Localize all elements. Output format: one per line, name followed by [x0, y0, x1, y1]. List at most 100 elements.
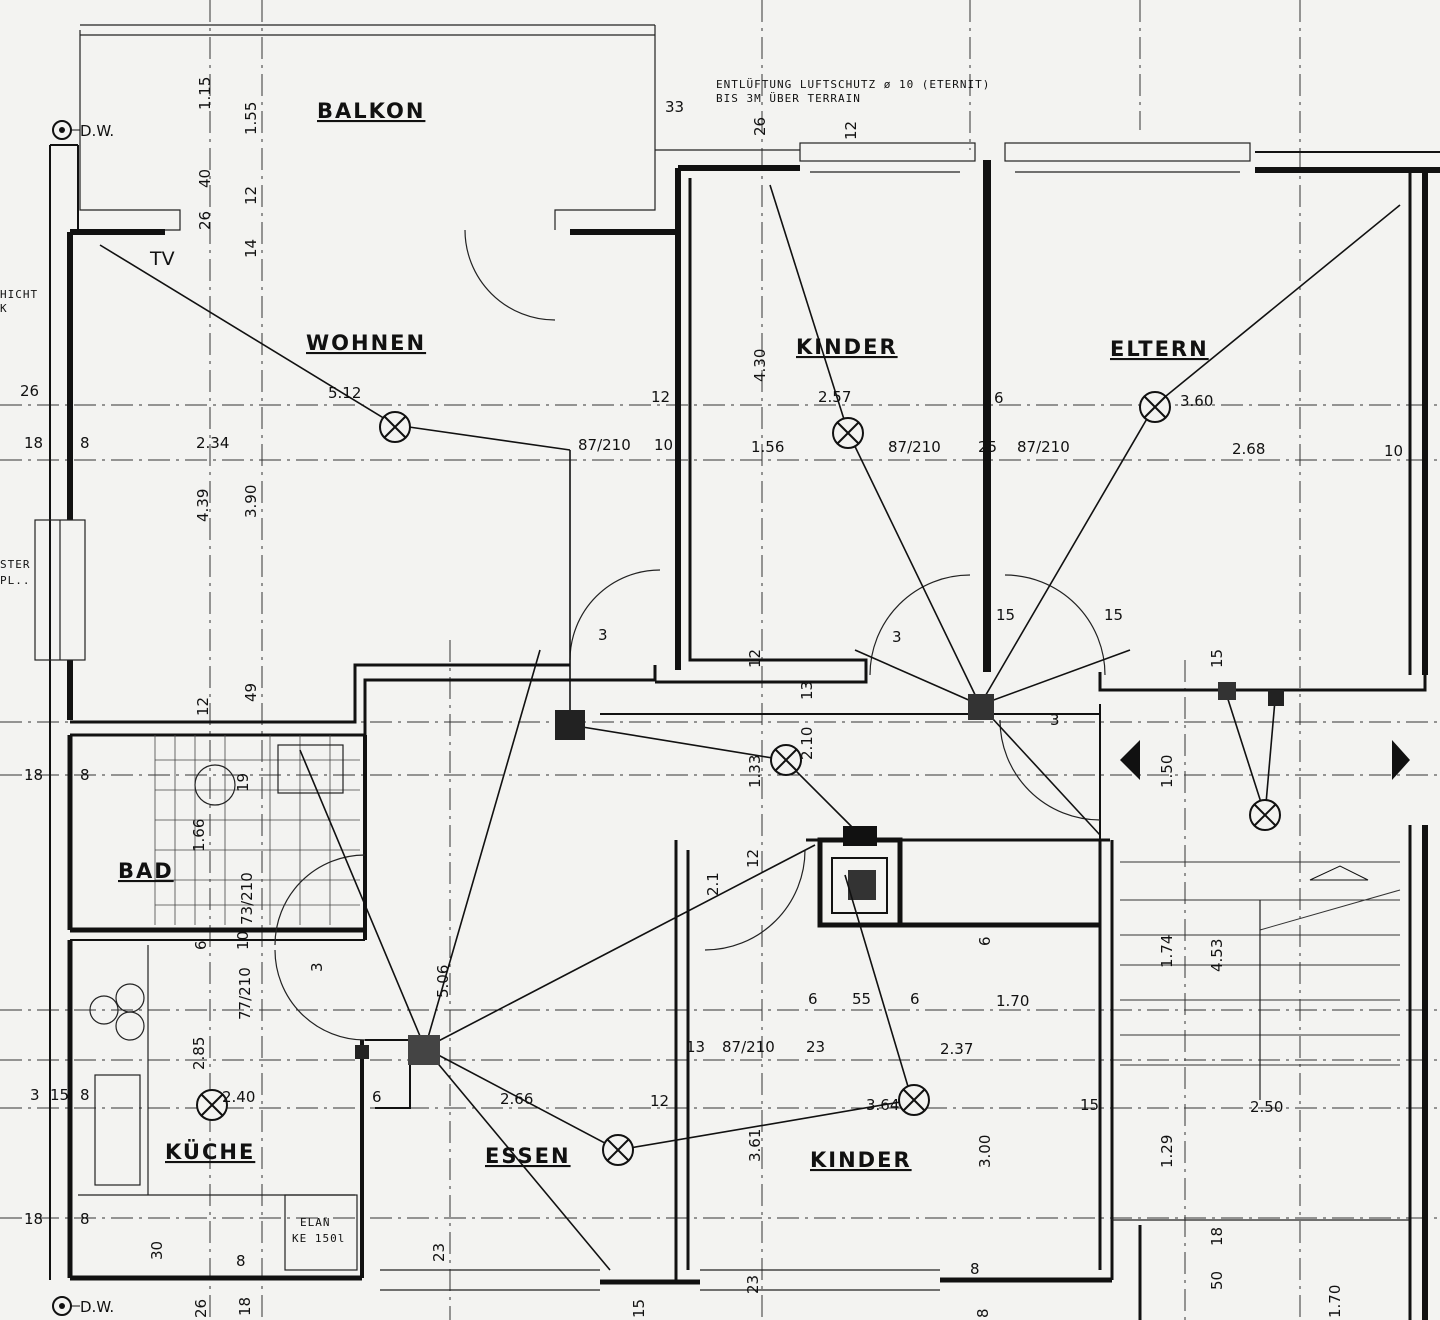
lamp-icon	[770, 744, 802, 776]
dimension-label: 2.57	[818, 388, 851, 406]
boiler-label-line-2: KE 150l	[292, 1232, 345, 1245]
room-label-wohnen: WOHNEN	[306, 331, 426, 355]
dimension-label: 6	[994, 389, 1004, 407]
dimension-label: 50	[1208, 1271, 1226, 1290]
dimension-label: 13	[686, 1038, 705, 1056]
dimension-label: 2.40	[222, 1088, 255, 1106]
lamp-icon	[1139, 391, 1171, 423]
dimension-label: 15	[1208, 649, 1226, 668]
ceiling-lamps	[196, 391, 1281, 1166]
dimension-label: 6	[976, 936, 994, 946]
room-label-kinder-bottom: KINDER	[810, 1148, 912, 1172]
dimension-label: 30	[148, 1241, 166, 1260]
dimension-label: 3	[1050, 711, 1060, 729]
dimension-label: 18	[24, 434, 43, 452]
dimension-label: 8	[970, 1260, 980, 1278]
dimension-label: 6	[910, 990, 920, 1008]
dimension-label: 18	[24, 1210, 43, 1228]
drain-label-top: D.W.	[80, 122, 114, 140]
dimension-label: 12	[842, 121, 860, 140]
dimension-label: 12	[744, 849, 762, 868]
dimension-label: 1.33	[746, 755, 764, 788]
dimension-label: 8	[236, 1252, 246, 1270]
dimension-label: 18	[1208, 1227, 1226, 1246]
lamp-icon	[898, 1084, 930, 1116]
lamp-icon	[1249, 799, 1281, 831]
dimension-label: 25	[978, 438, 997, 456]
dimension-label: 87/210	[722, 1038, 775, 1056]
ventilation-note-line-1: ENTLÜFTUNG LUFTSCHUTZ ø 10 (ETERNIT)	[716, 78, 990, 91]
dimension-label: 18	[24, 766, 43, 784]
dimension-label: 8	[80, 1210, 90, 1228]
dimension-label: 6	[192, 940, 210, 950]
dimension-label: 1.66	[190, 819, 208, 852]
dimension-label: 5.12	[328, 384, 361, 402]
dimension-label: 3	[598, 626, 608, 644]
dimension-label: 3.64	[866, 1096, 899, 1114]
lamp-icon	[602, 1134, 634, 1166]
dimension-label: 2.10	[798, 727, 816, 760]
dimension-label: 6	[372, 1088, 382, 1106]
dimension-label: 3.60	[1180, 392, 1213, 410]
lamp-icon	[379, 411, 411, 443]
dimension-label: 19	[234, 773, 252, 792]
dimension-label: 18	[236, 1297, 254, 1316]
walls	[34, 24, 1440, 1320]
dimension-label: 2.37	[940, 1040, 973, 1058]
dimension-label: 4.53	[1208, 939, 1226, 972]
dimension-label: 23	[806, 1038, 825, 1056]
dimension-label: 3	[30, 1086, 40, 1104]
drain-symbol-top	[52, 120, 80, 140]
dimension-label: 87/210	[1017, 438, 1070, 456]
dimension-label: 26	[192, 1299, 210, 1318]
dimension-label: 2.34	[196, 434, 229, 452]
dimension-label: 3.61	[746, 1129, 764, 1162]
dimension-label: 4.30	[751, 349, 769, 382]
dimension-label: 49	[242, 683, 260, 702]
dimension-label: 1.74	[1158, 935, 1176, 968]
edge-text-4: PL..	[0, 574, 31, 587]
dimension-label: 10	[654, 436, 673, 454]
dimension-label: 26	[20, 382, 39, 400]
dimension-label: 15	[630, 1299, 648, 1318]
edge-text-3: STER	[0, 558, 31, 571]
dimension-label: 1.15	[196, 77, 214, 110]
room-label-kueche: KÜCHE	[165, 1139, 255, 1164]
dimension-label: 13	[798, 681, 816, 700]
drain-label-bottom: D.W.	[80, 1298, 114, 1316]
dimension-label: 15	[996, 606, 1015, 624]
dimension-label: 12	[651, 388, 670, 406]
dimension-label: 1.70	[996, 992, 1029, 1010]
dimension-label: 3	[308, 962, 326, 972]
dimension-label: 2.85	[190, 1037, 208, 1070]
room-label-bad: BAD	[118, 859, 174, 883]
dimension-label: 3.90	[242, 485, 260, 518]
dimension-label: 15	[1080, 1096, 1099, 1114]
room-label-eltern: ELTERN	[1110, 337, 1209, 361]
dimension-label: 23	[430, 1243, 448, 1262]
dimension-label: 1.56	[751, 438, 784, 456]
dimension-labels: 33 5.12 2.57 3.60 26 18 8 2.34 87/210 10…	[20, 98, 1403, 1278]
dimension-label: 2.68	[1232, 440, 1265, 458]
dimension-label: 8	[80, 1086, 90, 1104]
vertical-dimension-labels: 1.15 1.55 40 12 26 14 26 12 4.30 4.39 3.…	[148, 77, 1344, 1318]
dimension-label: 1.70	[1326, 1285, 1344, 1318]
dimension-label: 8	[80, 434, 90, 452]
dimension-label: 12	[650, 1092, 669, 1110]
dimension-label: 2.1	[704, 872, 722, 896]
dimension-label: 10	[234, 931, 252, 950]
ventilation-note-line-2: BIS 3M ÜBER TERRAIN	[716, 92, 861, 105]
dimension-label: 6	[808, 990, 818, 1008]
dimension-label: 1.55	[242, 102, 260, 135]
dimension-label: 26	[751, 117, 769, 136]
dimension-label: 3	[892, 628, 902, 646]
room-label-balkon: BALKON	[317, 99, 425, 123]
dimension-label: 8	[80, 766, 90, 784]
dimension-label: 73/210	[238, 872, 256, 925]
dimension-label: 33	[665, 98, 684, 116]
dimension-label: 8	[974, 1308, 992, 1318]
electrical-wiring	[99, 184, 1401, 1271]
boiler-label-line-1: ELAN	[300, 1216, 331, 1229]
dimension-label: 40	[196, 169, 214, 188]
